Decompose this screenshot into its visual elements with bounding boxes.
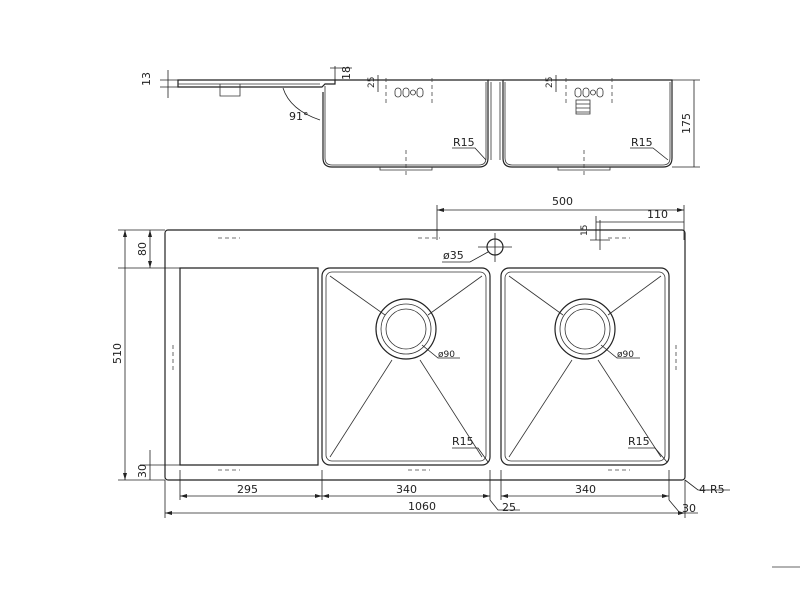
dim-500: 500 bbox=[552, 195, 573, 208]
drain-diameter: ø90 bbox=[438, 350, 455, 360]
dim-30-horizontal: 30 bbox=[682, 502, 696, 515]
radius-label: R15 bbox=[452, 435, 474, 448]
dim-30-vertical: 30 bbox=[136, 464, 149, 478]
dim-80: 80 bbox=[136, 242, 149, 256]
radius-label: R15 bbox=[628, 435, 650, 448]
section-view: 13 18 25 25 91° R15 R15 175 bbox=[140, 66, 700, 178]
plan-view: 500 110 15 80 510 30 ø35 ø90 ø90 R15 R15… bbox=[111, 195, 730, 518]
dim-15: 15 bbox=[580, 225, 590, 236]
dim-510: 510 bbox=[111, 343, 124, 364]
dim-25: 25 bbox=[502, 501, 516, 514]
section-bowl-right bbox=[502, 79, 673, 168]
dim-110: 110 bbox=[647, 208, 668, 221]
clip-marks bbox=[172, 237, 677, 471]
radius-label: R15 bbox=[453, 136, 475, 149]
tap-hole bbox=[478, 233, 512, 262]
overflow-icon bbox=[385, 78, 433, 104]
radius-label: R15 bbox=[631, 136, 653, 149]
dim-25-right: 25 bbox=[545, 77, 555, 88]
drain-right bbox=[554, 298, 616, 360]
dim-295: 295 bbox=[237, 483, 258, 496]
plan-outer-rim bbox=[164, 229, 686, 481]
plan-bowl-left bbox=[321, 267, 491, 466]
dim-340-left: 340 bbox=[396, 483, 417, 496]
dim-18: 18 bbox=[340, 66, 353, 80]
section-drainboard-outline bbox=[177, 79, 336, 88]
dim-13: 13 bbox=[140, 72, 153, 86]
plan-drainboard bbox=[179, 267, 319, 466]
dim-340-right: 340 bbox=[575, 483, 596, 496]
corner-radius-label: 4-R5 bbox=[699, 483, 725, 496]
tap-hole-diameter: ø35 bbox=[443, 249, 464, 262]
section-bowl-left bbox=[322, 79, 489, 168]
drain-diameter: ø90 bbox=[617, 350, 634, 360]
plan-bowl-right bbox=[500, 267, 670, 466]
overflow-icon bbox=[565, 78, 613, 115]
drain-left bbox=[375, 298, 437, 360]
dim-1060: 1060 bbox=[408, 500, 436, 513]
angle-label: 91° bbox=[289, 110, 309, 123]
dim-175: 175 bbox=[680, 113, 693, 134]
dim-25-left: 25 bbox=[367, 77, 377, 88]
